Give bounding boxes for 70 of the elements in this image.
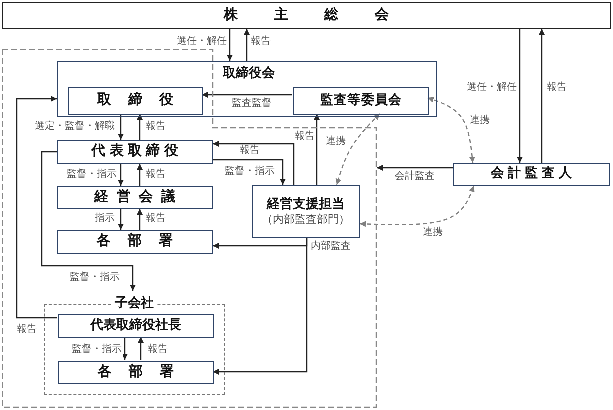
- org-box: [58, 361, 214, 384]
- arrow: [118, 209, 124, 230]
- arrow: [118, 114, 124, 140]
- org-box: [453, 163, 610, 186]
- arrow: [138, 337, 144, 360]
- node-label: 取締役会: [223, 66, 275, 82]
- node-label: 株主総会: [222, 6, 426, 24]
- edge-label: 報告: [145, 169, 167, 181]
- arrow: [213, 141, 295, 185]
- edge-label: 連携: [325, 136, 347, 148]
- edge-label: 報告: [145, 121, 167, 133]
- edge-label: 報告: [546, 82, 568, 94]
- arrow: [118, 164, 124, 186]
- node-subtitle: （内部監査部門）: [262, 212, 350, 226]
- edge-label: 選任・解任: [466, 82, 518, 94]
- arrow: [213, 159, 286, 185]
- node-label: 代表取締役: [90, 143, 183, 161]
- edge-label: 指示: [94, 213, 116, 225]
- arrow: [539, 29, 545, 163]
- edge-label: 報告: [145, 213, 167, 225]
- edge-label: 報告: [239, 145, 261, 157]
- node-label: 経営支援担当: [267, 196, 345, 213]
- edge-label: 報告: [147, 344, 169, 356]
- edge-label: 監督・指示: [66, 169, 118, 181]
- board-box: [57, 61, 437, 117]
- org-box: [57, 230, 213, 254]
- edge-label: 選任・解任: [176, 36, 228, 48]
- dashed-arrow: [360, 186, 475, 228]
- node-label: 監査等委員会: [320, 92, 402, 110]
- edge-label: 会計監査: [394, 171, 436, 183]
- edge-label: 報告: [16, 324, 38, 336]
- edge-label: 連携: [469, 115, 491, 127]
- arrow: [213, 238, 308, 375]
- dashed-arrow: [428, 97, 476, 164]
- node-label: 各部署: [96, 233, 190, 251]
- edge-label: 監督・指示: [224, 166, 276, 178]
- node-label: 取締役: [96, 92, 190, 110]
- arrow: [122, 337, 128, 360]
- arrow: [314, 114, 320, 185]
- arrow: [137, 114, 143, 140]
- arrow: [227, 29, 233, 61]
- arrow: [202, 92, 292, 98]
- edge-label: 連携: [422, 227, 444, 239]
- dashed-arrow: [336, 114, 380, 186]
- org-box: [57, 186, 213, 209]
- meeting-box: [2, 2, 611, 29]
- org-box: [58, 314, 214, 338]
- node-label: 代表取締役社長: [90, 318, 182, 334]
- arrow: [137, 164, 143, 186]
- arrow: [16, 96, 57, 319]
- arrow: [137, 209, 143, 230]
- edge-label: 選定・監督・解職: [34, 121, 116, 133]
- org-box: [57, 140, 213, 164]
- org-box: [68, 87, 203, 115]
- arrow: [244, 29, 250, 61]
- node-label: 会計監査人: [490, 166, 576, 183]
- org-box: [293, 87, 429, 115]
- node-label: 各部署: [96, 364, 191, 382]
- arrow: [41, 151, 136, 291]
- edge-label: 監督・指示: [71, 344, 123, 356]
- org-box: [252, 185, 360, 238]
- edge-label: 報告: [294, 131, 316, 143]
- node-label: 経営会議: [93, 188, 184, 206]
- node-label: 子会社: [112, 296, 157, 312]
- arrow: [517, 29, 523, 163]
- arrow: [377, 165, 453, 171]
- edge-label: 内部監査: [310, 241, 352, 253]
- edge-label: 監査監督: [231, 98, 273, 110]
- edge-label: 報告: [250, 36, 272, 48]
- edge-label: 監督・指示: [69, 272, 121, 284]
